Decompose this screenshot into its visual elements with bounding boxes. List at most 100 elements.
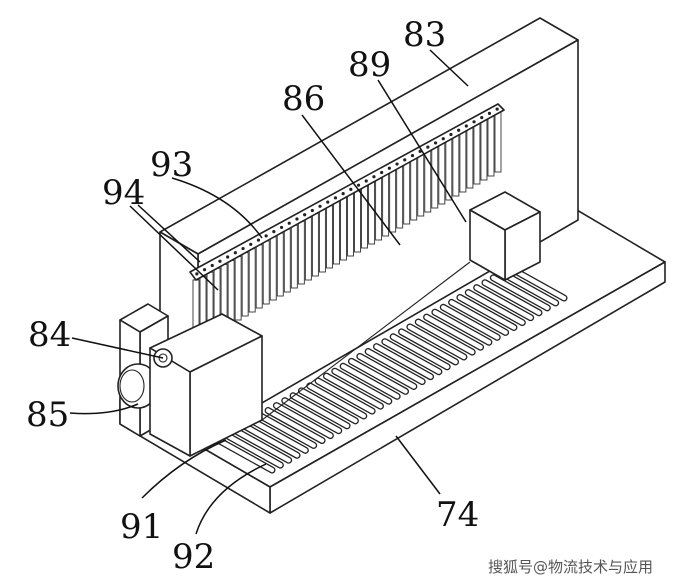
roller-face [257,413,316,448]
roller-face [374,344,433,379]
hole [495,107,499,111]
tube [311,213,319,277]
tube [494,111,502,173]
hole [480,115,484,120]
hole [333,196,338,200]
hole [387,166,391,170]
hole [410,153,415,158]
label-91: 91 [120,507,163,547]
tube [473,123,481,185]
tube [417,154,425,217]
part-labels: 83 89 86 93 94 84 85 91 92 74 [26,15,479,577]
hole [303,213,307,217]
roller-face [265,408,325,443]
label-94: 94 [102,173,145,213]
roller-face [482,280,542,315]
tube [227,260,235,325]
hole [426,145,430,149]
roller-face [416,319,475,355]
label-83: 83 [403,15,446,55]
hole [433,141,438,145]
hole [249,242,253,246]
hole [195,272,199,276]
tube [269,236,277,301]
tube [340,197,347,261]
hole [349,187,353,191]
label-86: 86 [282,79,325,119]
right-block [469,191,541,281]
label-92: 92 [172,537,215,577]
hole [403,158,407,162]
tube [248,248,256,313]
roller-face [466,290,525,325]
hole [449,132,453,137]
roller-face [382,339,442,374]
tube [276,232,284,297]
roller-face [274,403,333,438]
tube [466,127,474,189]
roller-face [399,329,458,365]
hole [395,162,399,166]
roller-face [249,418,308,453]
tube [403,162,411,225]
roller-face [232,427,291,463]
roller-face [491,275,550,311]
tube [354,189,361,253]
roller-face [441,305,500,340]
roller-face [349,359,408,394]
hole [241,246,245,251]
hole [326,200,330,204]
tube [318,209,326,273]
hole [356,183,361,187]
tube [262,240,270,305]
tube [283,228,291,293]
tube [375,177,383,241]
tube [487,115,495,177]
hole [487,111,492,115]
roller-face [365,349,425,384]
tube [480,119,488,181]
hole [272,230,276,234]
hole [472,120,476,124]
roller-face [315,378,375,414]
tube [396,166,404,229]
tube [297,220,305,285]
hole [380,170,384,175]
tube [368,181,376,245]
label-85: 85 [26,395,69,435]
roller-face [357,354,417,389]
tube [325,205,333,269]
roller-face [240,423,300,458]
tube [389,170,397,233]
hole [372,175,376,179]
tube [333,201,340,265]
tube [410,158,418,221]
hole [441,137,445,141]
tube [431,146,439,209]
tube [347,193,354,257]
roller-face [432,310,492,345]
hole [256,238,261,242]
hole [287,221,291,225]
hole [295,217,299,221]
tube [241,252,249,317]
tube [234,256,242,321]
hole [279,225,284,230]
hole [341,192,345,196]
roller-face [457,295,517,330]
hole [464,124,468,128]
hole [318,204,322,208]
tube [255,244,263,309]
hole [233,251,237,255]
tube [438,142,446,205]
hole [202,268,207,272]
label-93: 93 [150,145,193,185]
roller-face [299,388,358,424]
roller-face [424,314,483,350]
hole [226,255,230,259]
roller-face [391,334,450,369]
label-89: 89 [348,45,391,85]
hole [210,263,214,268]
roller-face [340,364,400,399]
roller-face [332,369,391,404]
